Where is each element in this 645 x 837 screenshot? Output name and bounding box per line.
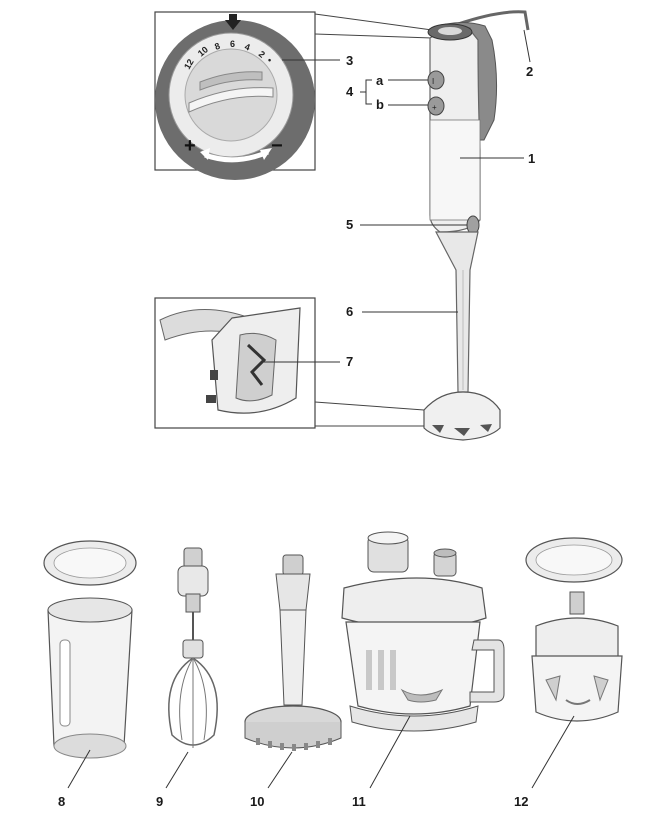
chopper (341, 531, 505, 732)
callouts-top: 3 2 4 a b 1 5 6 7 (262, 29, 535, 369)
callout-10: 10 (250, 794, 264, 809)
svg-text:I: I (432, 77, 434, 86)
callout-4: 4 (346, 84, 354, 99)
callout-5: 5 (346, 217, 353, 232)
callout-7: 7 (346, 354, 353, 369)
callout-2: 2 (526, 64, 533, 79)
callout-9: 9 (156, 794, 163, 809)
svg-text:+: + (432, 103, 437, 112)
hand-blender: I + (423, 10, 530, 441)
minus-sign: − (271, 135, 283, 157)
dial-mark-6: 6 (230, 39, 235, 49)
plus-sign: + (184, 135, 196, 157)
beaker (43, 540, 137, 759)
mini-chopper (525, 537, 623, 722)
callout-12: 12 (514, 794, 528, 809)
release-button (466, 215, 480, 235)
button-b (427, 96, 445, 116)
cable (457, 10, 530, 31)
callout-11: 11 (352, 794, 366, 809)
callout-1: 1 (528, 151, 535, 166)
dial-mark-8: 8 (213, 41, 221, 52)
blade (246, 343, 267, 386)
callout-3: 3 (346, 53, 353, 68)
arrow-down-icon (225, 20, 241, 30)
callout-4b: b (376, 97, 384, 112)
callout-8: 8 (58, 794, 65, 809)
dial-mark-10: 10 (196, 44, 210, 58)
whisk (168, 547, 218, 748)
dial-mark-4: 4 (243, 41, 251, 52)
dial-mark-2: 2 (257, 49, 267, 60)
blade-inset (154, 297, 316, 429)
dial-mark-12: 12 (182, 57, 196, 71)
button-a (427, 70, 445, 90)
blade-foot (423, 391, 501, 441)
callout-4a: a (376, 73, 384, 88)
callout-6: 6 (346, 304, 353, 319)
chopper-lid (341, 577, 487, 630)
speed-dial-inset: 12 10 8 6 4 2 • + − (154, 11, 316, 180)
masher (244, 554, 342, 751)
dial-mark-dot: • (268, 55, 271, 65)
